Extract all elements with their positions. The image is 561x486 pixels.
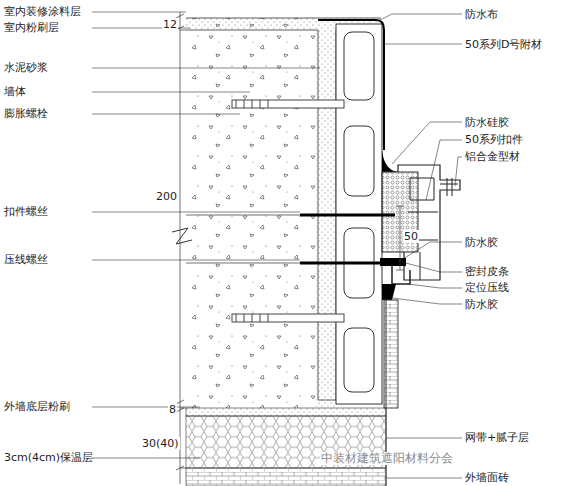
- part-label: 防水胶: [465, 236, 498, 249]
- part-label: 3cm(4cm)保温层: [4, 451, 93, 464]
- dimension-label: 50: [403, 230, 419, 243]
- part-label: 网带+腻子层: [465, 431, 529, 444]
- part-label: 室内装修涂料层: [4, 5, 81, 18]
- part-label: 外墙底层粉刷: [4, 400, 70, 413]
- part-label: 密封皮条: [465, 265, 509, 278]
- part-label: 铝合金型材: [465, 150, 520, 163]
- part-label: 室内粉刷层: [4, 21, 59, 34]
- part-label: 扣件螺丝: [4, 205, 48, 218]
- dimension-label: 200: [155, 190, 178, 203]
- part-label: 定位压线: [465, 281, 509, 294]
- part-label: 外墙面砖: [465, 471, 509, 484]
- part-label: 50系列D号附材: [465, 38, 542, 51]
- part-label: 水泥砂浆: [4, 61, 48, 74]
- part-label: 防水胶: [465, 298, 498, 311]
- part-label: 墙体: [4, 85, 26, 98]
- part-label: 防水硅胶: [465, 116, 509, 129]
- part-label: 防水布: [465, 8, 498, 21]
- dimension-label: 30(40): [141, 437, 180, 450]
- watermark: 中装材建筑遮阳材料分会: [320, 452, 454, 465]
- dimension-label: 8: [168, 403, 177, 416]
- dimension-label: 12: [162, 18, 178, 31]
- part-label: 膨胀螺栓: [4, 107, 48, 120]
- part-label: 50系列扣件: [465, 133, 523, 146]
- part-label: 压线螺丝: [4, 253, 48, 266]
